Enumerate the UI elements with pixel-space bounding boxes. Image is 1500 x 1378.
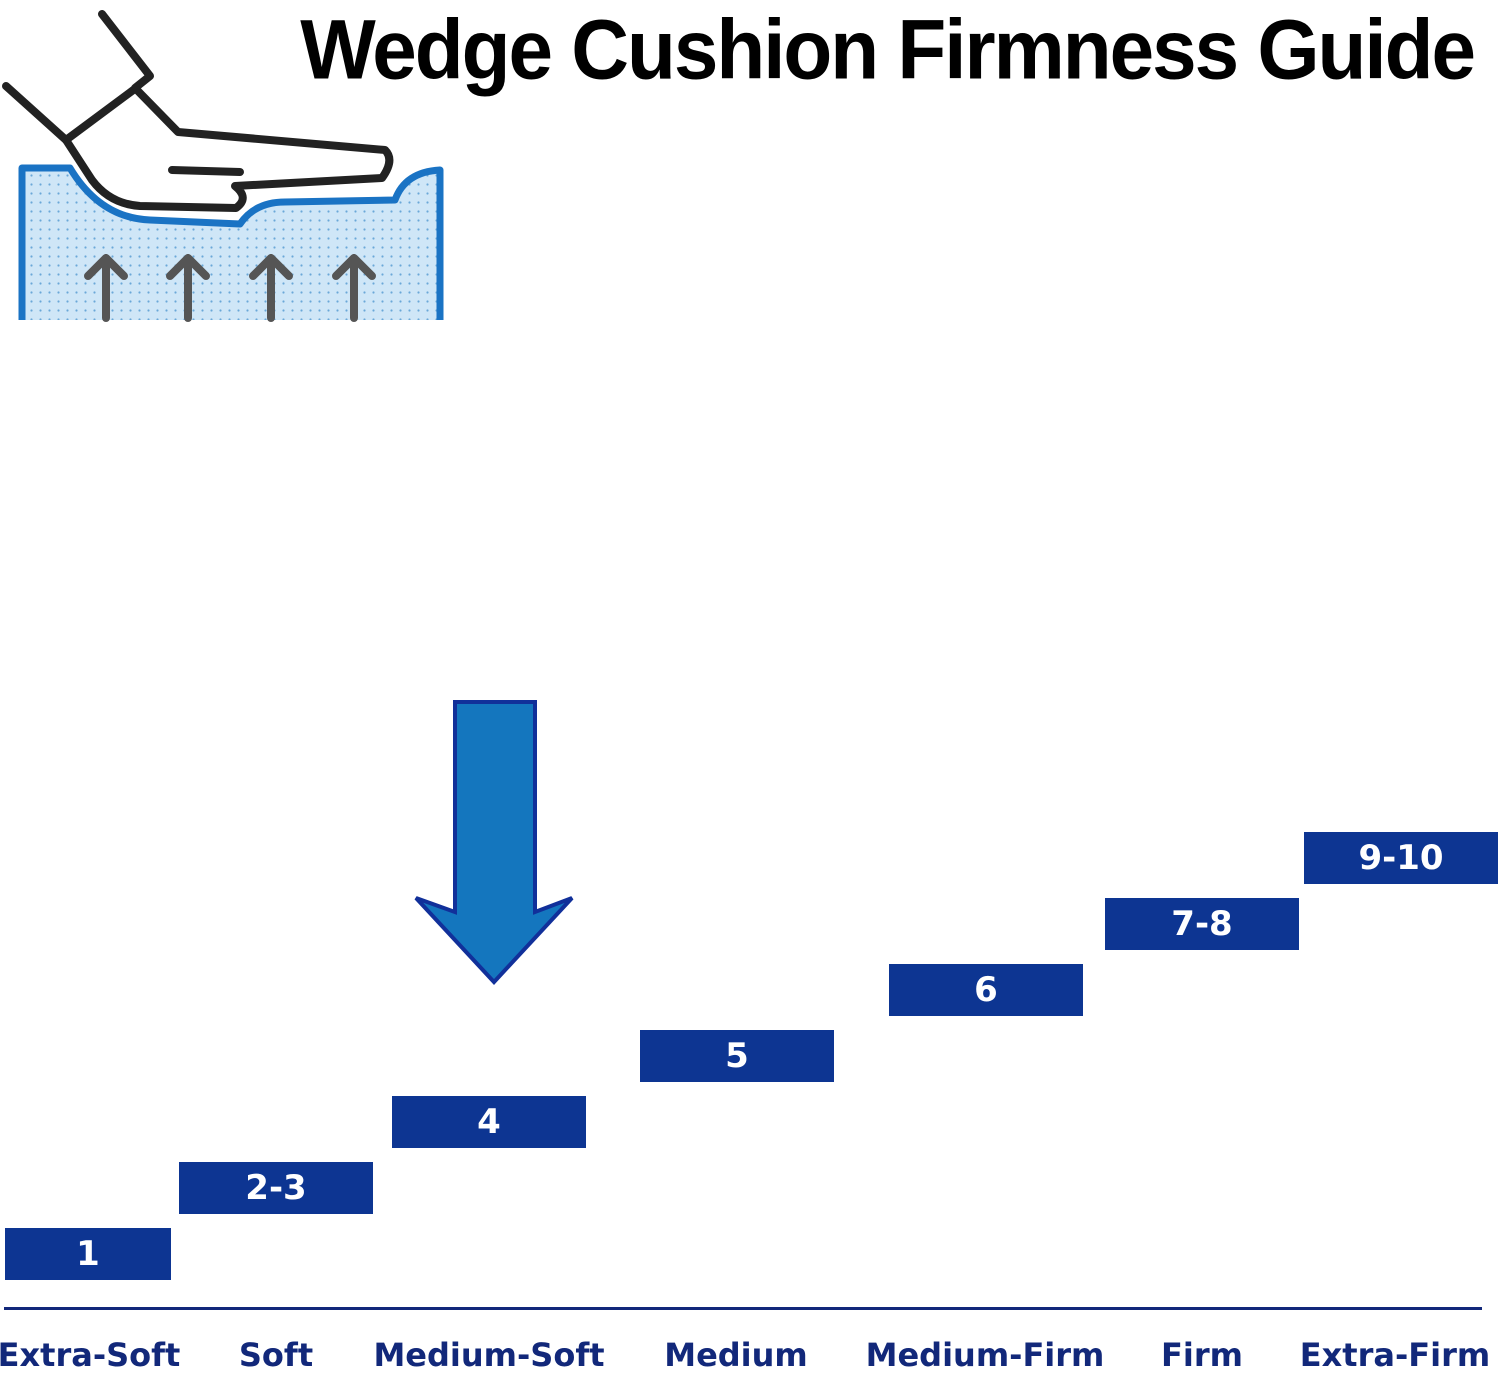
- baseline: [4, 1307, 1482, 1310]
- hand-line-art: [2, 10, 394, 212]
- firmness-label-6: Firm: [1161, 1336, 1243, 1374]
- firmness-level-3: 4: [392, 1096, 586, 1148]
- down-arrow-icon: [414, 700, 574, 985]
- firmness-label-4: Medium: [664, 1336, 808, 1374]
- firmness-label-2: Soft: [238, 1336, 314, 1374]
- firmness-level-2: 2-3: [179, 1162, 373, 1214]
- firmness-level-1: 1: [5, 1228, 171, 1280]
- hand-pressing-foam-icon: [2, 10, 444, 322]
- firmness-label-3: Medium-Soft: [373, 1336, 605, 1374]
- up-arrows: [84, 254, 376, 322]
- firmness-level-4: 5: [640, 1030, 834, 1082]
- foam-texture: [22, 168, 440, 320]
- firmness-label-1: Extra-Soft: [0, 1336, 181, 1374]
- firmness-level-5: 6: [889, 964, 1083, 1016]
- firmness-label-7: Extra-Firm: [1299, 1336, 1491, 1374]
- page-title: Wedge Cushion Firmness Guide: [300, 3, 1476, 97]
- firmness-level-7: 9-10: [1304, 832, 1498, 884]
- firmness-level-6: 7-8: [1105, 898, 1299, 950]
- firmness-label-5: Medium-Firm: [865, 1336, 1105, 1374]
- foam-outline: [18, 164, 444, 320]
